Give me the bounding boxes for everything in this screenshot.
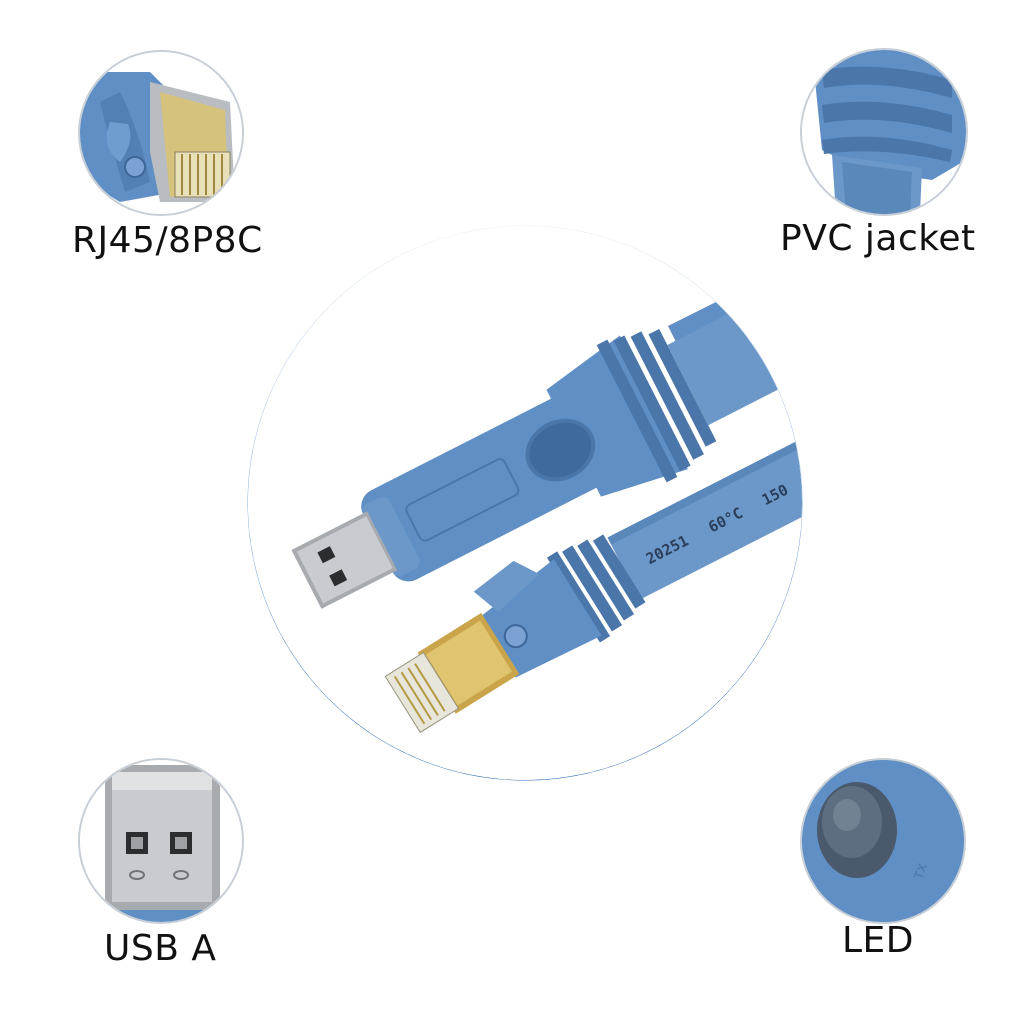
rj45-label: RJ45/8P8C [72,220,263,261]
svg-text:TX: TX [911,862,930,882]
usb-a-label: USB A [104,928,217,969]
pvc-jacket-label: PVC jacket [780,218,976,259]
led-label: LED [842,920,915,961]
usb-a-thumbnail [78,758,244,924]
main-product-image: 20251 60°C 150 [248,226,802,780]
rj45-connector-closeup [80,52,242,214]
usb-a-closeup [80,760,242,922]
usb-to-rj45-cable-photo: 20251 60°C 150 [248,226,802,780]
pvc-jacket-thumbnail [800,48,968,216]
rj45-connector [384,534,646,734]
led-closeup: TX [802,760,964,922]
pvc-jacket-closeup [802,50,966,214]
flat-cable: 20251 60°C 150 [607,419,802,600]
led-thumbnail: TX [800,758,966,924]
rj45-thumbnail [78,50,244,216]
usb-housing [291,281,802,609]
